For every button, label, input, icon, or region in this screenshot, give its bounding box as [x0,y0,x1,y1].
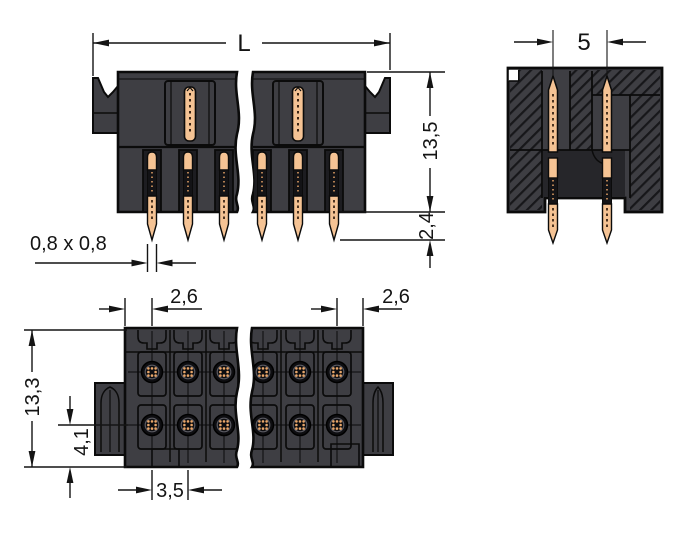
dim-offset-right: 2,6 [311,286,410,326]
plan-right-details [250,329,362,467]
plan-flange-right [362,382,394,456]
plan-flange-left [94,382,126,456]
dim-label-pole-pitch: 5 [577,29,590,56]
dim-label-pin-pitch: 3,5 [156,480,184,502]
dim-label-pin-section: 0,8 x 0,8 [30,233,107,255]
dim-label-depth: 13,3 [22,378,44,417]
dim-pole-pitch: 5 [514,29,646,76]
dim-height: 13,5 [340,71,445,213]
dim-offset-left: 2,6 [99,286,202,326]
dim-label-pin-protrusion: 2,4 [416,212,438,240]
dim-pin-pitch: 3,5 [118,470,222,502]
dim-pin-protrusion: 2,4 [340,212,445,268]
side-view: 5 [506,29,664,244]
dim-label-height: 13,5 [420,122,442,161]
dim-row-offset: 4,1 [58,396,128,498]
plan-view: 2,6 2,6 13,3 4,1 [22,286,410,502]
dim-label-length: L [237,30,250,57]
dim-label-offset-left: 2,6 [170,286,198,308]
dim-pin-section: 0,8 x 0,8 [30,233,196,272]
front-view: L 13,5 2,4 0,8 x 0,8 [30,30,445,272]
front-flange-right [364,77,391,134]
dim-depth: 13,3 [22,329,127,468]
side-hatch-regions [510,70,660,210]
front-right-details [252,78,365,212]
dim-label-offset-right: 2,6 [382,286,410,308]
plan-left-details [126,329,239,467]
dim-label-row-offset: 4,1 [71,428,93,456]
front-left-details [118,78,237,212]
front-flange-left [92,77,119,134]
dim-length: L [92,30,391,76]
